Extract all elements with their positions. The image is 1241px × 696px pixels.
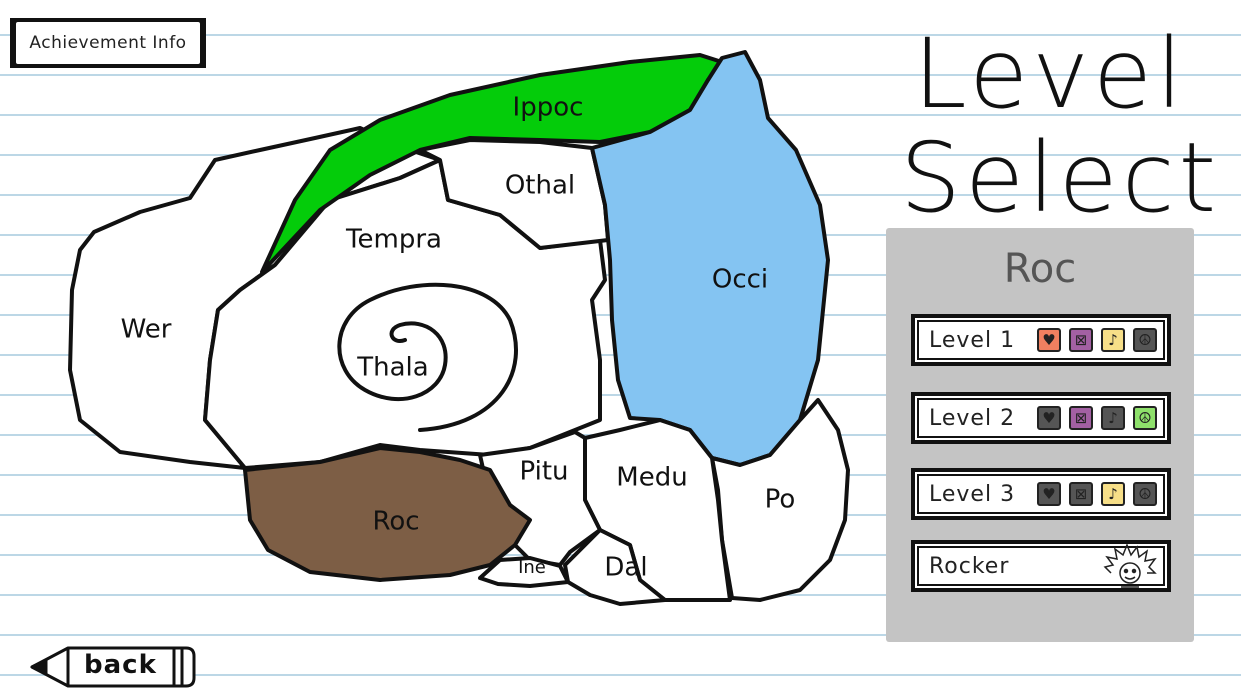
region-po[interactable] xyxy=(710,398,850,602)
achievement-info-button[interactable]: Achievement Info xyxy=(10,18,206,68)
region-label-othal: Othal xyxy=(505,171,575,201)
level-3-label: Level 3 xyxy=(929,481,1016,507)
region-dal[interactable] xyxy=(563,528,667,606)
brain-map: Ippoc Othal Tempra Occi Wer Thala Pitu M… xyxy=(68,50,850,606)
note-icon: ♪ xyxy=(1101,406,1125,430)
back-label: back xyxy=(84,650,157,680)
level-2-button[interactable]: Level 2 ♥ ⊠ ♪ ☮ xyxy=(911,392,1171,444)
spiky-hair-character-icon xyxy=(1103,543,1157,588)
region-label-dal: Dal xyxy=(604,553,647,583)
crossed-square-icon: ⊠ xyxy=(1069,328,1093,352)
boss-level-button[interactable]: Rocker xyxy=(911,540,1171,592)
note-icon: ♪ xyxy=(1101,328,1125,352)
peace-icon: ☮ xyxy=(1133,328,1157,352)
region-label-occi: Occi xyxy=(712,265,768,295)
region-label-ippoc: Ippoc xyxy=(513,93,584,123)
crossed-square-icon: ⊠ xyxy=(1069,482,1093,506)
region-label-wer: Wer xyxy=(121,315,172,345)
region-label-tempra: Tempra xyxy=(345,225,442,255)
region-label-ine: Ine xyxy=(518,557,546,578)
achievement-info-label: Achievement Info xyxy=(16,22,200,64)
level-3-button[interactable]: Level 3 ♥ ⊠ ♪ ☮ xyxy=(911,468,1171,520)
peace-icon: ☮ xyxy=(1133,482,1157,506)
title-line-1: Level xyxy=(913,18,1187,130)
level-3-badges: ♥ ⊠ ♪ ☮ xyxy=(1037,482,1157,506)
region-label-thala: Thala xyxy=(356,353,428,383)
page-title: Level Select xyxy=(900,18,1221,234)
level-1-badges: ♥ ⊠ ♪ ☮ xyxy=(1037,328,1157,352)
region-label-roc: Roc xyxy=(372,507,419,537)
level-1-button[interactable]: Level 1 ♥ ⊠ ♪ ☮ xyxy=(911,314,1171,366)
region-label-medu: Medu xyxy=(616,463,687,493)
level-1-label: Level 1 xyxy=(929,327,1016,353)
title-line-2: Select xyxy=(900,122,1221,234)
crossed-square-icon: ⊠ xyxy=(1069,406,1093,430)
level-2-badges: ♥ ⊠ ♪ ☮ xyxy=(1037,406,1157,430)
heart-icon: ♥ xyxy=(1037,406,1061,430)
region-ine[interactable] xyxy=(478,556,570,588)
peace-icon: ☮ xyxy=(1133,406,1157,430)
panel-title: Roc xyxy=(1003,246,1077,292)
region-thala[interactable] xyxy=(337,282,518,432)
level-panel: Roc Level 1 ♥ ⊠ ♪ ☮ Level 2 ♥ ⊠ ♪ ☮ Leve… xyxy=(886,228,1194,642)
region-label-pitu: Pitu xyxy=(519,457,568,487)
heart-icon: ♥ xyxy=(1037,328,1061,352)
region-roc[interactable] xyxy=(243,446,532,582)
pencil-icon xyxy=(30,646,196,688)
heart-icon: ♥ xyxy=(1037,482,1061,506)
back-button[interactable]: back xyxy=(28,644,198,690)
boss-level-label: Rocker xyxy=(929,553,1010,579)
region-label-po: Po xyxy=(765,485,796,515)
level-2-label: Level 2 xyxy=(929,405,1016,431)
note-icon: ♪ xyxy=(1101,482,1125,506)
